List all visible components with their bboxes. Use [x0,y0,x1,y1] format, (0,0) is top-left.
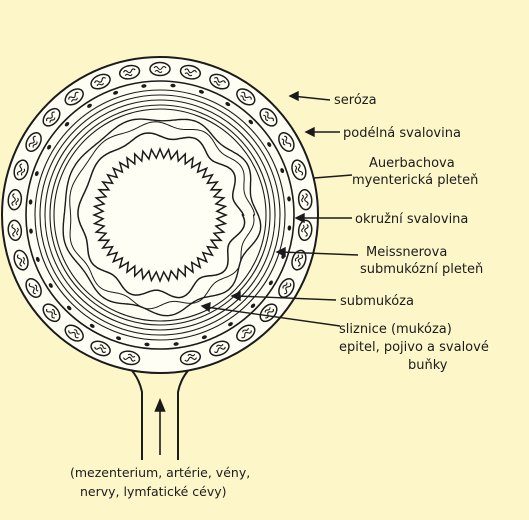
muscle-cell [150,63,170,76]
mucosa-epithelium-zigzag [94,149,226,281]
label-meissner-2: submukózní pleteň [360,262,483,277]
label-mezenterium-2: nervy, lymfatické cévy) [80,484,227,499]
label-sliznice-3: buňky [408,358,448,373]
label-seroza: seróza [334,93,377,108]
label-mezenterium-1: (mezenterium, artérie, vény, [70,465,250,480]
label-meissner-1: Meissnerova [366,245,447,260]
label-auerbach-2: myenterická pleteň [352,173,478,188]
label-sliznice-2: epitel, pojivo a svalové [339,340,489,355]
label-sliznice-1: sliznice (mukóza) [339,322,452,337]
label-okruzni-svalovina: okružní svalovina [355,212,468,227]
label-podelna-svalovina: podélná svalovina [343,126,461,141]
label-submukoza: submukóza [340,294,414,309]
label-auerbach-1: Auerbachova [369,156,455,171]
